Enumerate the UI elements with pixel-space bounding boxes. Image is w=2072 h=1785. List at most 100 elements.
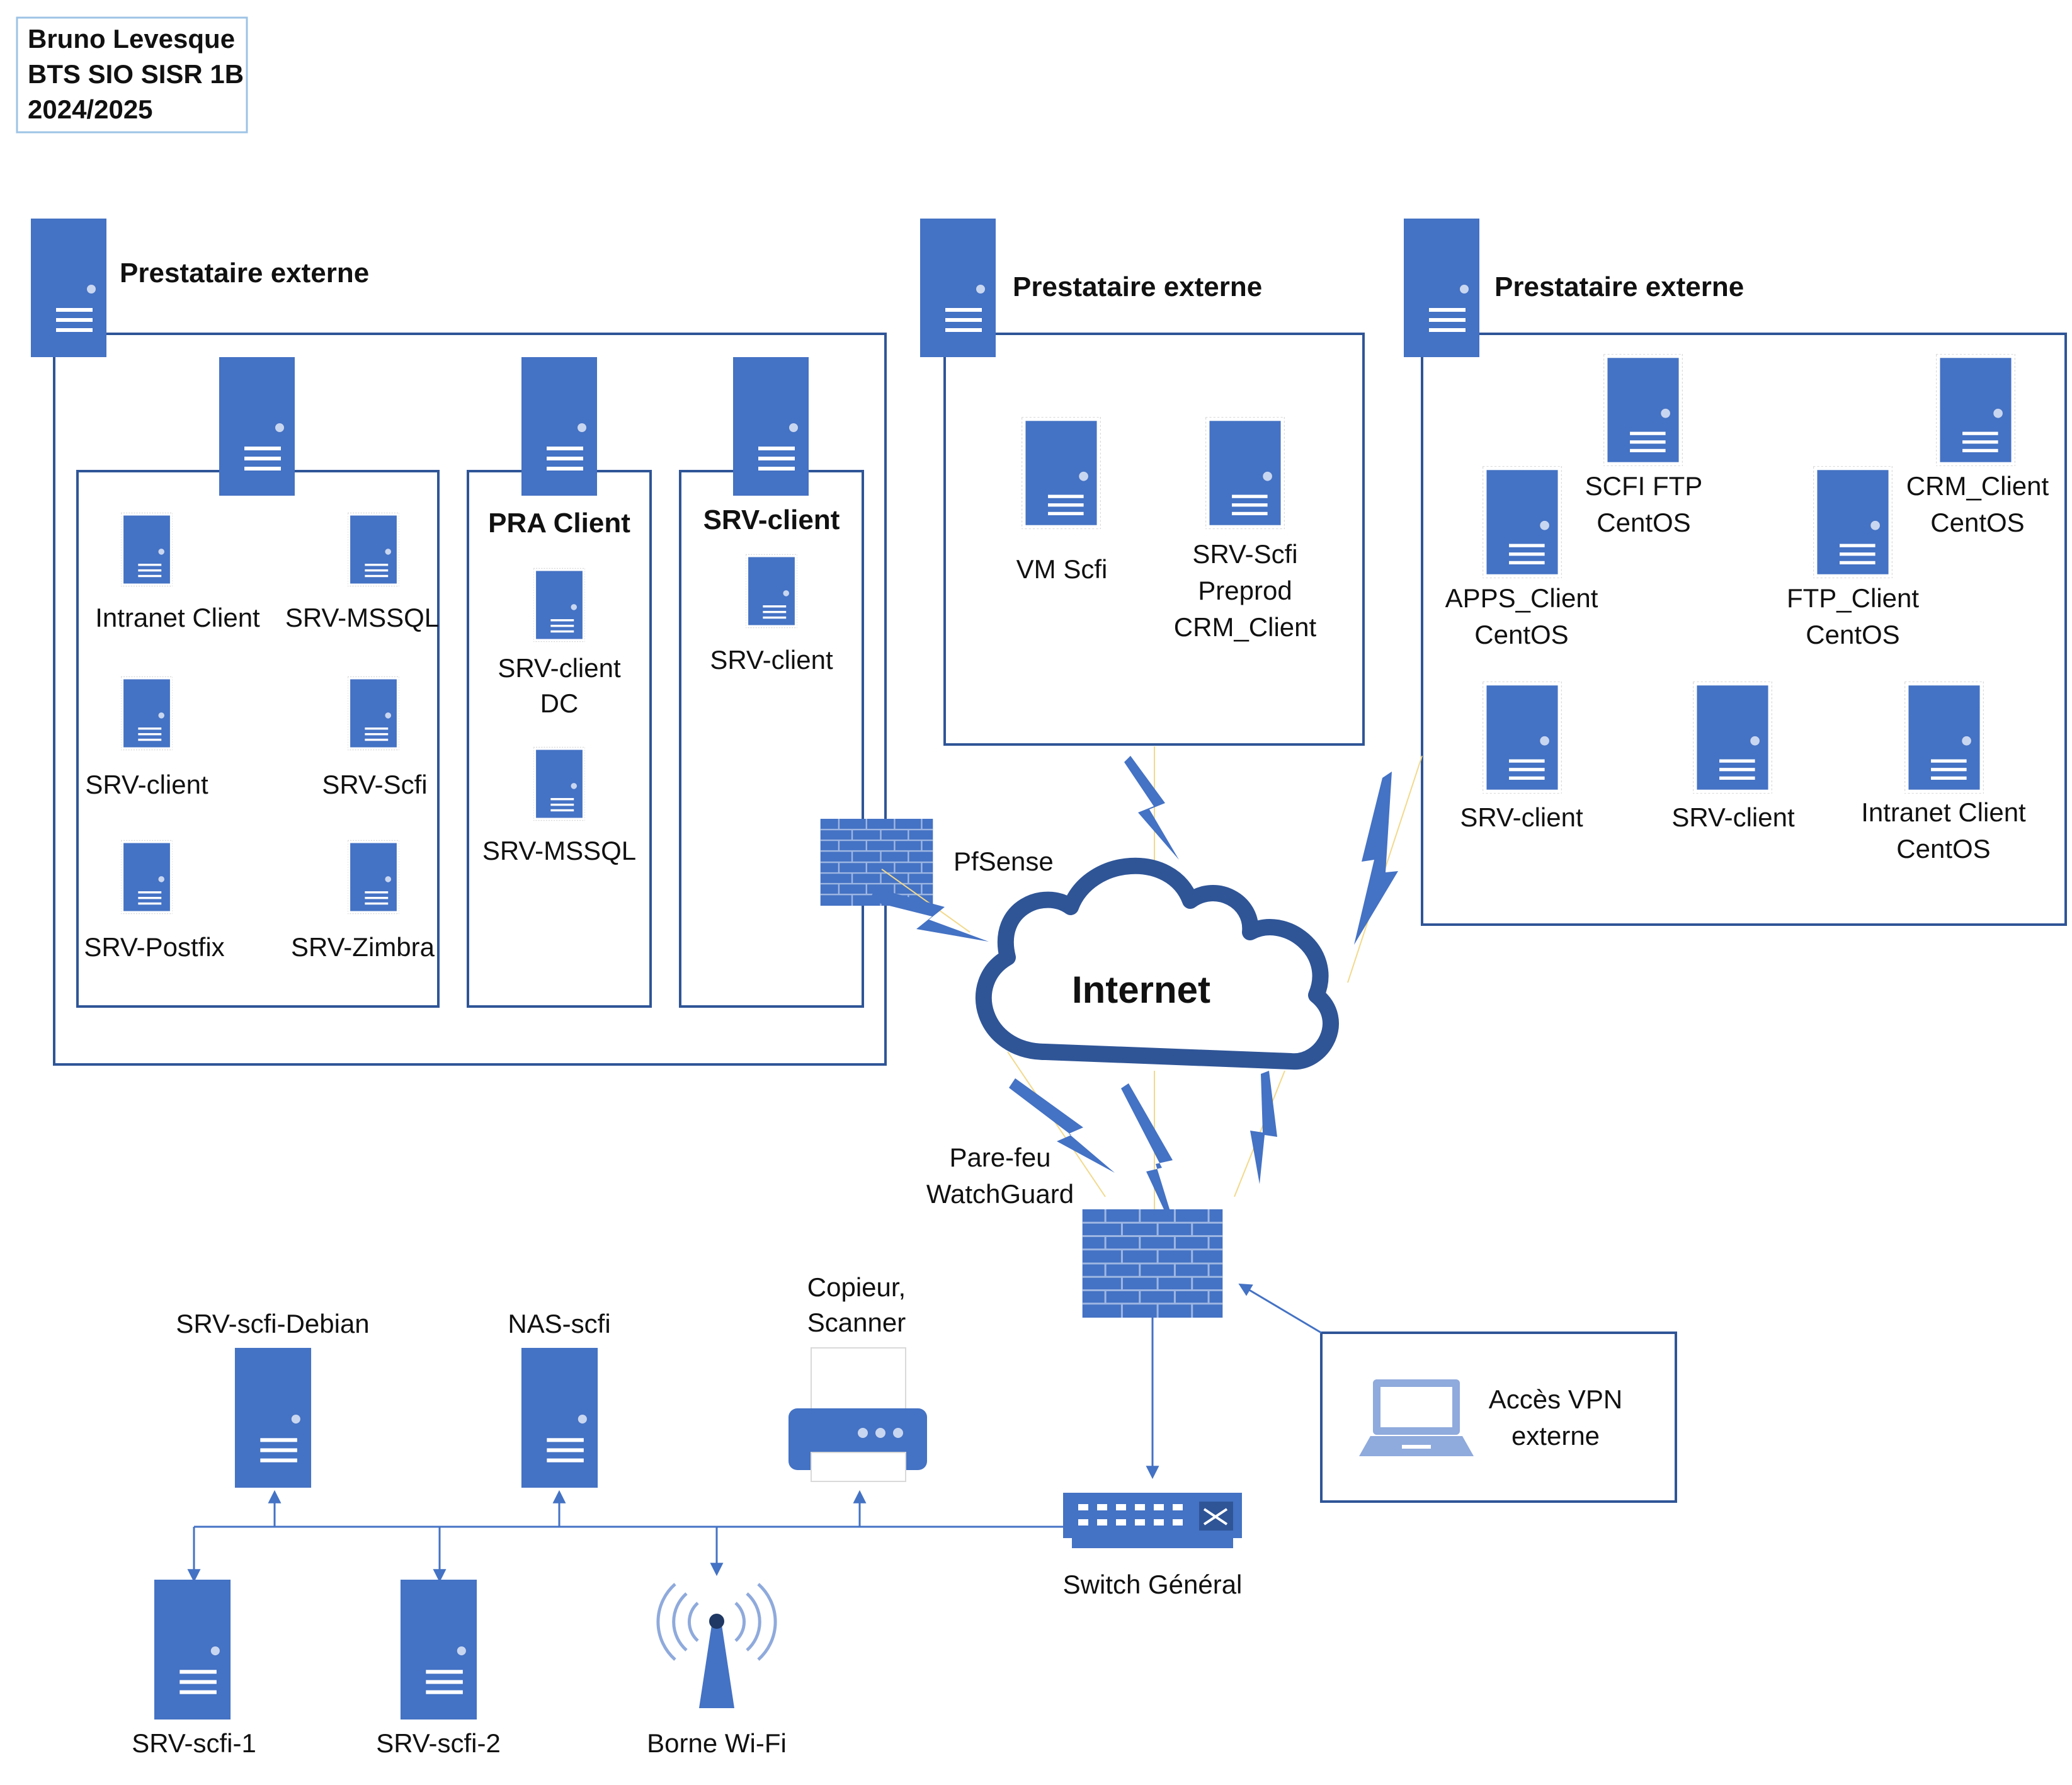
panel-middle-title: Prestataire externe: [1013, 271, 1262, 302]
vpn-frame: [1320, 1332, 1677, 1503]
lightning-icon: [1124, 756, 1179, 860]
lightning-icon: [1354, 772, 1398, 945]
vm-icon: [121, 676, 173, 751]
provider-server-icon: [920, 219, 996, 357]
lan-device: NAS-scfi: [508, 1309, 611, 1488]
main-vm: SRV-client: [85, 676, 208, 799]
lan-bottom: SRV-scfi-1 SRV-scfi-2 Borne Wi-Fi: [132, 1580, 787, 1758]
printer-icon: [788, 1347, 927, 1482]
vm-icon: [1904, 681, 1984, 794]
lightning-icon: [1250, 1071, 1277, 1184]
vm-label: VM Scfi: [1016, 554, 1108, 584]
vm-icon: [348, 676, 399, 751]
lan-device: SRV-scfi-Debian: [176, 1309, 370, 1488]
group-main-server-icon: [219, 357, 295, 496]
vm-icon: [1022, 417, 1101, 529]
cloud-icon: [975, 857, 1339, 1070]
lightning-links: [869, 756, 1398, 1246]
panel-left-frame: [53, 333, 887, 1066]
middle-vm: VM Scfi: [1016, 417, 1108, 584]
vm-label: SRV-Postfix: [84, 932, 224, 962]
author-class: BTS SIO SISR 1B: [28, 59, 244, 89]
vm-label: SRV-client: [1460, 802, 1583, 832]
vm-label: SRV-Scfi: [322, 770, 427, 799]
main-vm: SRV-Zimbra: [291, 840, 435, 962]
provider-server-icon: [1404, 219, 1479, 357]
provider-server-icon: [31, 219, 106, 357]
vm-icon: [746, 554, 797, 629]
pra-vm: SRV-MSSQL: [482, 746, 636, 865]
group-pra-title: PRA Client: [488, 508, 630, 539]
vm-label: Intranet Client: [95, 603, 260, 632]
main-vm: SRV-Scfi: [322, 676, 428, 799]
vm-icon: [1205, 417, 1285, 529]
wifi-access-point-icon: [656, 1583, 777, 1708]
vm-icon: [1483, 466, 1562, 578]
right-vm: SRV-client: [1460, 681, 1583, 832]
server-icon: [400, 1580, 477, 1719]
lan-device: Borne Wi-Fi: [647, 1583, 787, 1758]
vm-icon: [348, 840, 399, 915]
lightning-icon: [869, 888, 989, 942]
group-srv-title: SRV-client: [703, 505, 840, 535]
vm-icon: [121, 840, 173, 915]
switch-icon: [1063, 1493, 1242, 1548]
device-label: SRV-scfi-1: [132, 1728, 256, 1758]
group-pra-frame: [467, 470, 652, 1008]
vm-label: SRV-MSSQL: [482, 836, 636, 865]
switch-general: Switch Général: [1063, 1493, 1242, 1599]
srv-vm: SRV-client: [710, 554, 833, 675]
lightning-icon: [1121, 1083, 1181, 1246]
vm-icon: [533, 746, 585, 821]
author-year: 2024/2025: [28, 94, 153, 124]
internet-cloud: Internet: [975, 857, 1339, 1070]
vm-icon: [348, 512, 399, 587]
main-vm: SRV-MSSQL: [285, 512, 439, 632]
right-vm: SRV-client: [1671, 681, 1795, 832]
server-icon: [521, 1348, 598, 1488]
vm-icon: [1936, 354, 2015, 466]
device-label: Copieur,Scanner: [807, 1272, 906, 1337]
vm-icon: [1483, 681, 1562, 794]
author-box: Bruno Levesque BTS SIO SISR 1B 2024/2025: [16, 16, 248, 134]
lan-bus: [187, 1490, 1063, 1583]
laptop-icon: [1359, 1379, 1474, 1456]
vm-icon: [121, 512, 173, 587]
device-label: SRV-scfi-Debian: [176, 1309, 369, 1338]
internet-label: Internet: [1072, 969, 1210, 1011]
panel-right-title: Prestataire externe: [1494, 271, 1744, 302]
group-srv-frame: [679, 470, 864, 1008]
device-label: Borne Wi-Fi: [647, 1728, 787, 1758]
panel-right-frame: [1421, 333, 2067, 926]
author-name: Bruno Levesque: [28, 24, 235, 54]
device-label: NAS-scfi: [508, 1309, 610, 1338]
vm-label: SRV-Zimbra: [291, 932, 435, 962]
vm-label: SRV-client: [85, 770, 208, 799]
panel-left: Prestataire externe Intranet Client SRV-…: [31, 219, 1054, 1066]
panel-left-title: Prestataire externe: [120, 258, 369, 288]
device-label: SRV-scfi-2: [376, 1728, 501, 1758]
vm-label: SRV-client: [1671, 802, 1795, 832]
panel-middle-frame: [943, 333, 1365, 746]
lan-device: SRV-scfi-2: [376, 1580, 501, 1758]
watchguard-firewall-icon: [1081, 1209, 1224, 1318]
main-vm: SRV-Postfix: [84, 840, 225, 962]
vm-icon: [1693, 681, 1772, 794]
